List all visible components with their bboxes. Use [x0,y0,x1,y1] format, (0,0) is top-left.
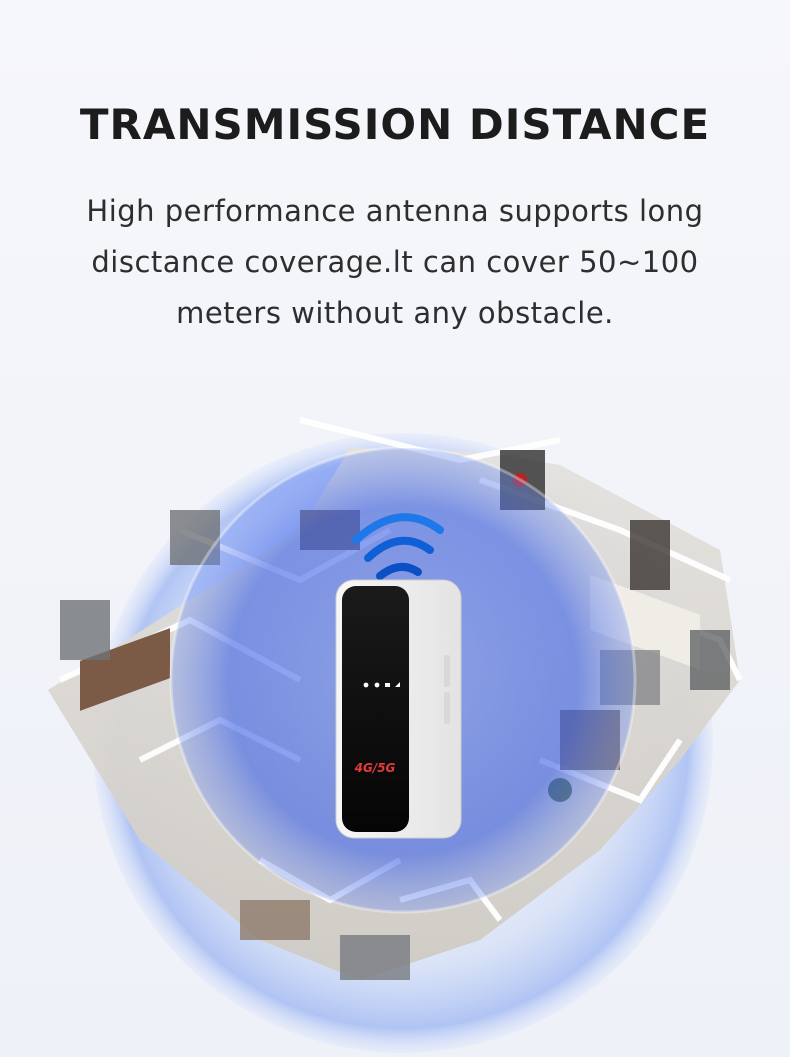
side-button-top [444,655,450,687]
signal-icon [395,682,400,687]
wifi-icon [363,682,369,688]
coverage-illustration: 4G/5G [0,380,790,1057]
description-line-3: meters without any obstacle. [176,296,614,330]
coverage-description: High performance antenna supports long d… [60,186,730,339]
coverage-svg: 4G/5G [48,417,743,1053]
page-title: TRANSMISSION DISTANCE [79,100,711,149]
description-line-2: disctance coverage.lt can cover 50~100 [91,245,699,279]
signal-waves-icon [352,513,444,580]
portable-router: 4G/5G [335,579,462,839]
message-icon [385,683,390,687]
side-button-bottom [444,692,450,724]
description-line-1: High performance antenna supports long [86,194,704,228]
network-badge: 4G/5G [354,761,396,775]
network-icon [374,682,380,688]
status-icons [363,682,400,688]
